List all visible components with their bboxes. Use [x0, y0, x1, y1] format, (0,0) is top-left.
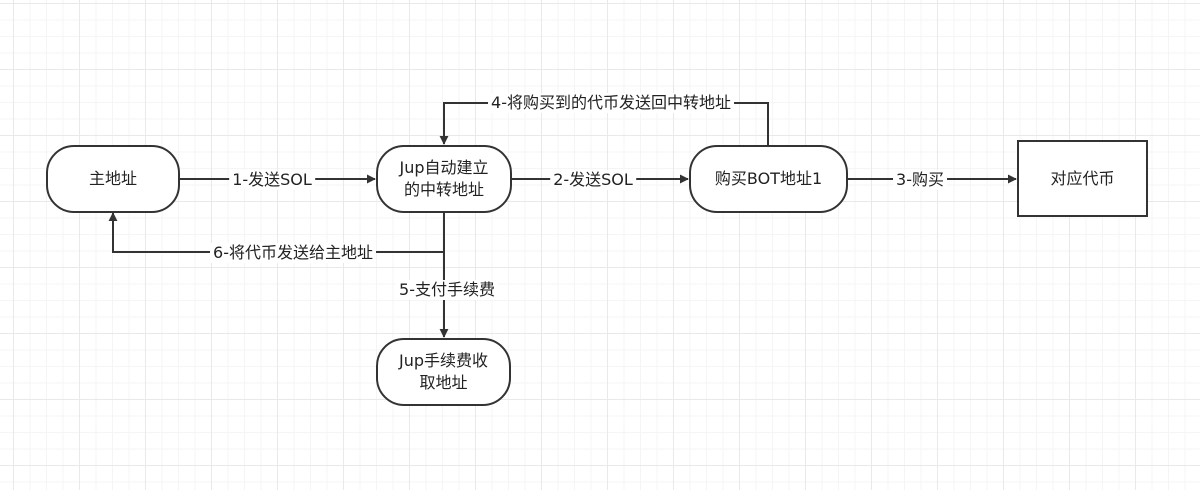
node-main-address[interactable]: 主地址 — [46, 145, 180, 213]
node-token-label: 对应代币 — [1050, 168, 1115, 188]
node-jup-relay-address-label: Jup自动建立 的中转地址 — [399, 158, 489, 199]
node-buy-bot-address-label: 购买BOT地址1 — [714, 169, 823, 188]
node-jup-fee-address[interactable]: Jup手续费收 取地址 — [376, 338, 511, 406]
node-main-address-label: 主地址 — [88, 169, 137, 188]
edge-6-label: 6-将代币发送给主地址 — [210, 243, 376, 263]
edge-2-label: 2-发送SOL — [550, 170, 636, 190]
edge-3-label: 3-购买 — [893, 170, 947, 190]
node-jup-relay-address[interactable]: Jup自动建立 的中转地址 — [376, 145, 512, 213]
edge-1-label: 1-发送SOL — [229, 170, 315, 190]
node-buy-bot-address[interactable]: 购买BOT地址1 — [689, 145, 848, 213]
edge-4-label: 4-将购买到的代币发送回中转地址 — [488, 93, 734, 113]
node-token[interactable]: 对应代币 — [1017, 140, 1148, 217]
edge-5-label: 5-支付手续费 — [396, 280, 498, 300]
node-jup-fee-address-label: Jup手续费收 取地址 — [398, 351, 489, 392]
